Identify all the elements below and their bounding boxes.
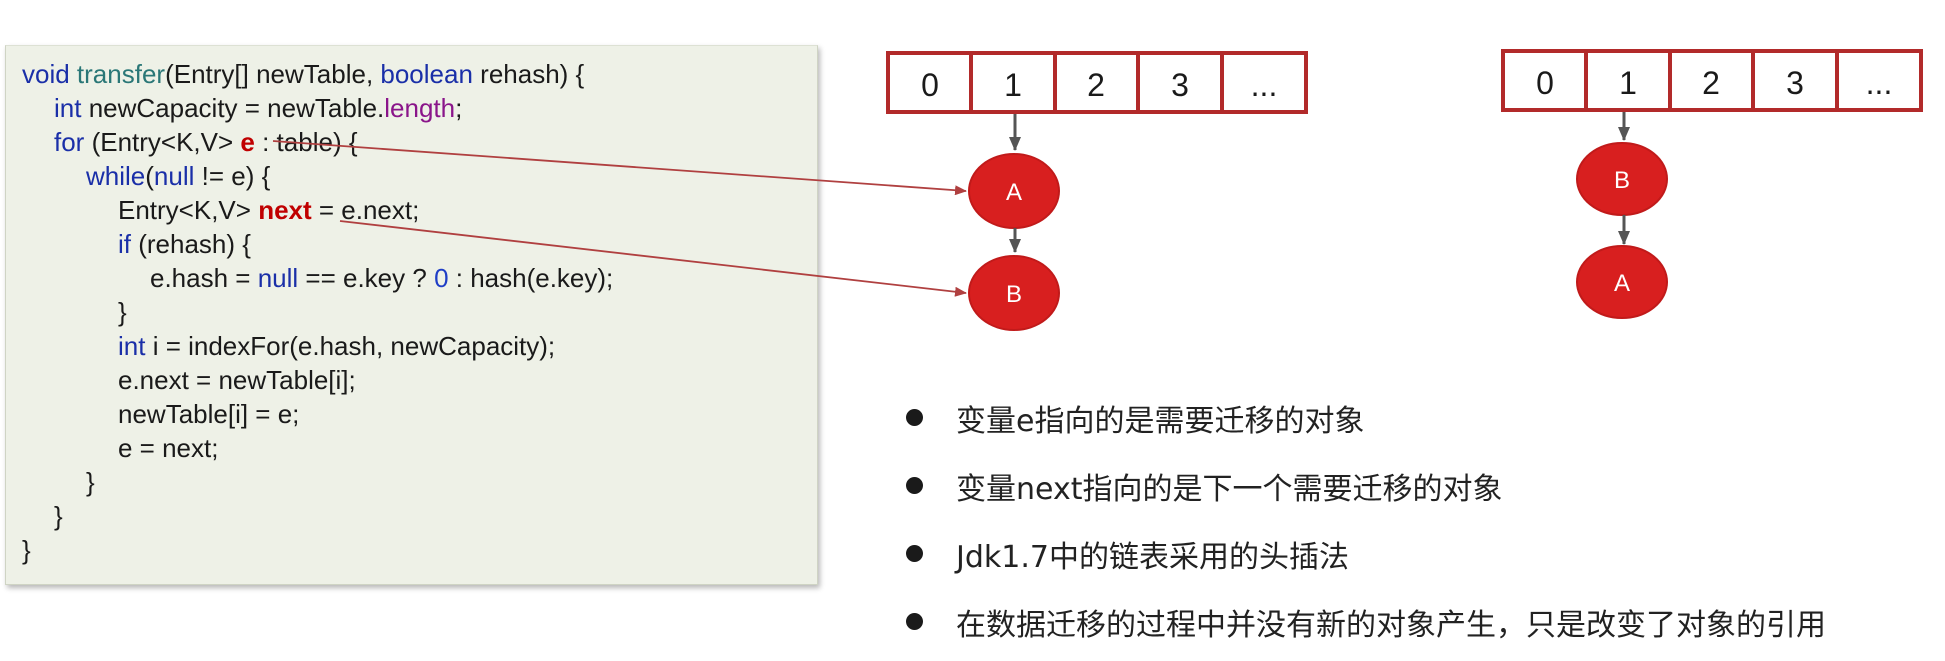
code-line: e = next; [118, 433, 219, 463]
right-table-cell: 2 [1702, 65, 1720, 101]
var-e-highlight: e [240, 127, 255, 157]
right-node-b-label: B [1614, 167, 1630, 194]
right-table-frame [1501, 49, 1923, 112]
right-node-a-label: A [1614, 270, 1630, 297]
bullet-dot-icon [906, 409, 923, 426]
code-line: void transfer(Entry[] newTable, boolean … [22, 59, 585, 89]
code-line: int i = indexFor(e.hash, newCapacity); [118, 331, 556, 361]
code-line: int newCapacity = newTable.length; [54, 93, 463, 123]
left-table-cell: 3 [1171, 67, 1189, 103]
right-table-cell: 1 [1619, 65, 1637, 101]
code-line: e.hash = null == e.key ? 0 : hash(e.key)… [150, 263, 614, 293]
left-node-b-label: B [1006, 281, 1022, 308]
left-table-cell: 0 [921, 67, 939, 103]
left-bucket-table: 0 1 2 3 ... [886, 51, 1308, 114]
var-next-highlight: next [258, 195, 312, 225]
code-line: while(null != e) { [86, 161, 271, 191]
right-node-b [1576, 142, 1668, 216]
code-line: } [118, 297, 127, 327]
code-panel: void transfer(Entry[] newTable, boolean … [5, 45, 818, 585]
bullet-dot-icon [906, 477, 923, 494]
left-node-b [968, 255, 1060, 331]
left-table-frame [886, 51, 1308, 114]
left-node-a-label: A [1006, 179, 1022, 206]
right-table-cell: 0 [1536, 65, 1554, 101]
code-line: } [22, 535, 31, 565]
left-table-cell: 1 [1004, 67, 1022, 103]
code-line: Entry<K,V> next = e.next; [118, 195, 420, 225]
right-table-cell: 3 [1786, 65, 1804, 101]
right-node-a [1576, 245, 1668, 319]
pointer-arrow-next-to-b [339, 220, 967, 297]
bullet-dot-icon [906, 545, 923, 562]
right-table-cell: ... [1866, 65, 1893, 101]
pointer-arrow-e-to-a [272, 140, 967, 196]
left-table-cell: 2 [1087, 67, 1105, 103]
code-line: } [54, 501, 63, 531]
bullet-dot-icon [906, 613, 923, 630]
left-table-cell: ... [1251, 67, 1278, 103]
code-line: if (rehash) { [118, 229, 251, 259]
code-line: for (Entry<K,V> e : table) { [54, 127, 358, 157]
code-line: e.next = newTable[i]; [118, 365, 356, 395]
code-line: newTable[i] = e; [118, 399, 300, 429]
right-bucket-table: 0 1 2 3 ... [1501, 49, 1923, 112]
code-line: } [86, 467, 95, 497]
